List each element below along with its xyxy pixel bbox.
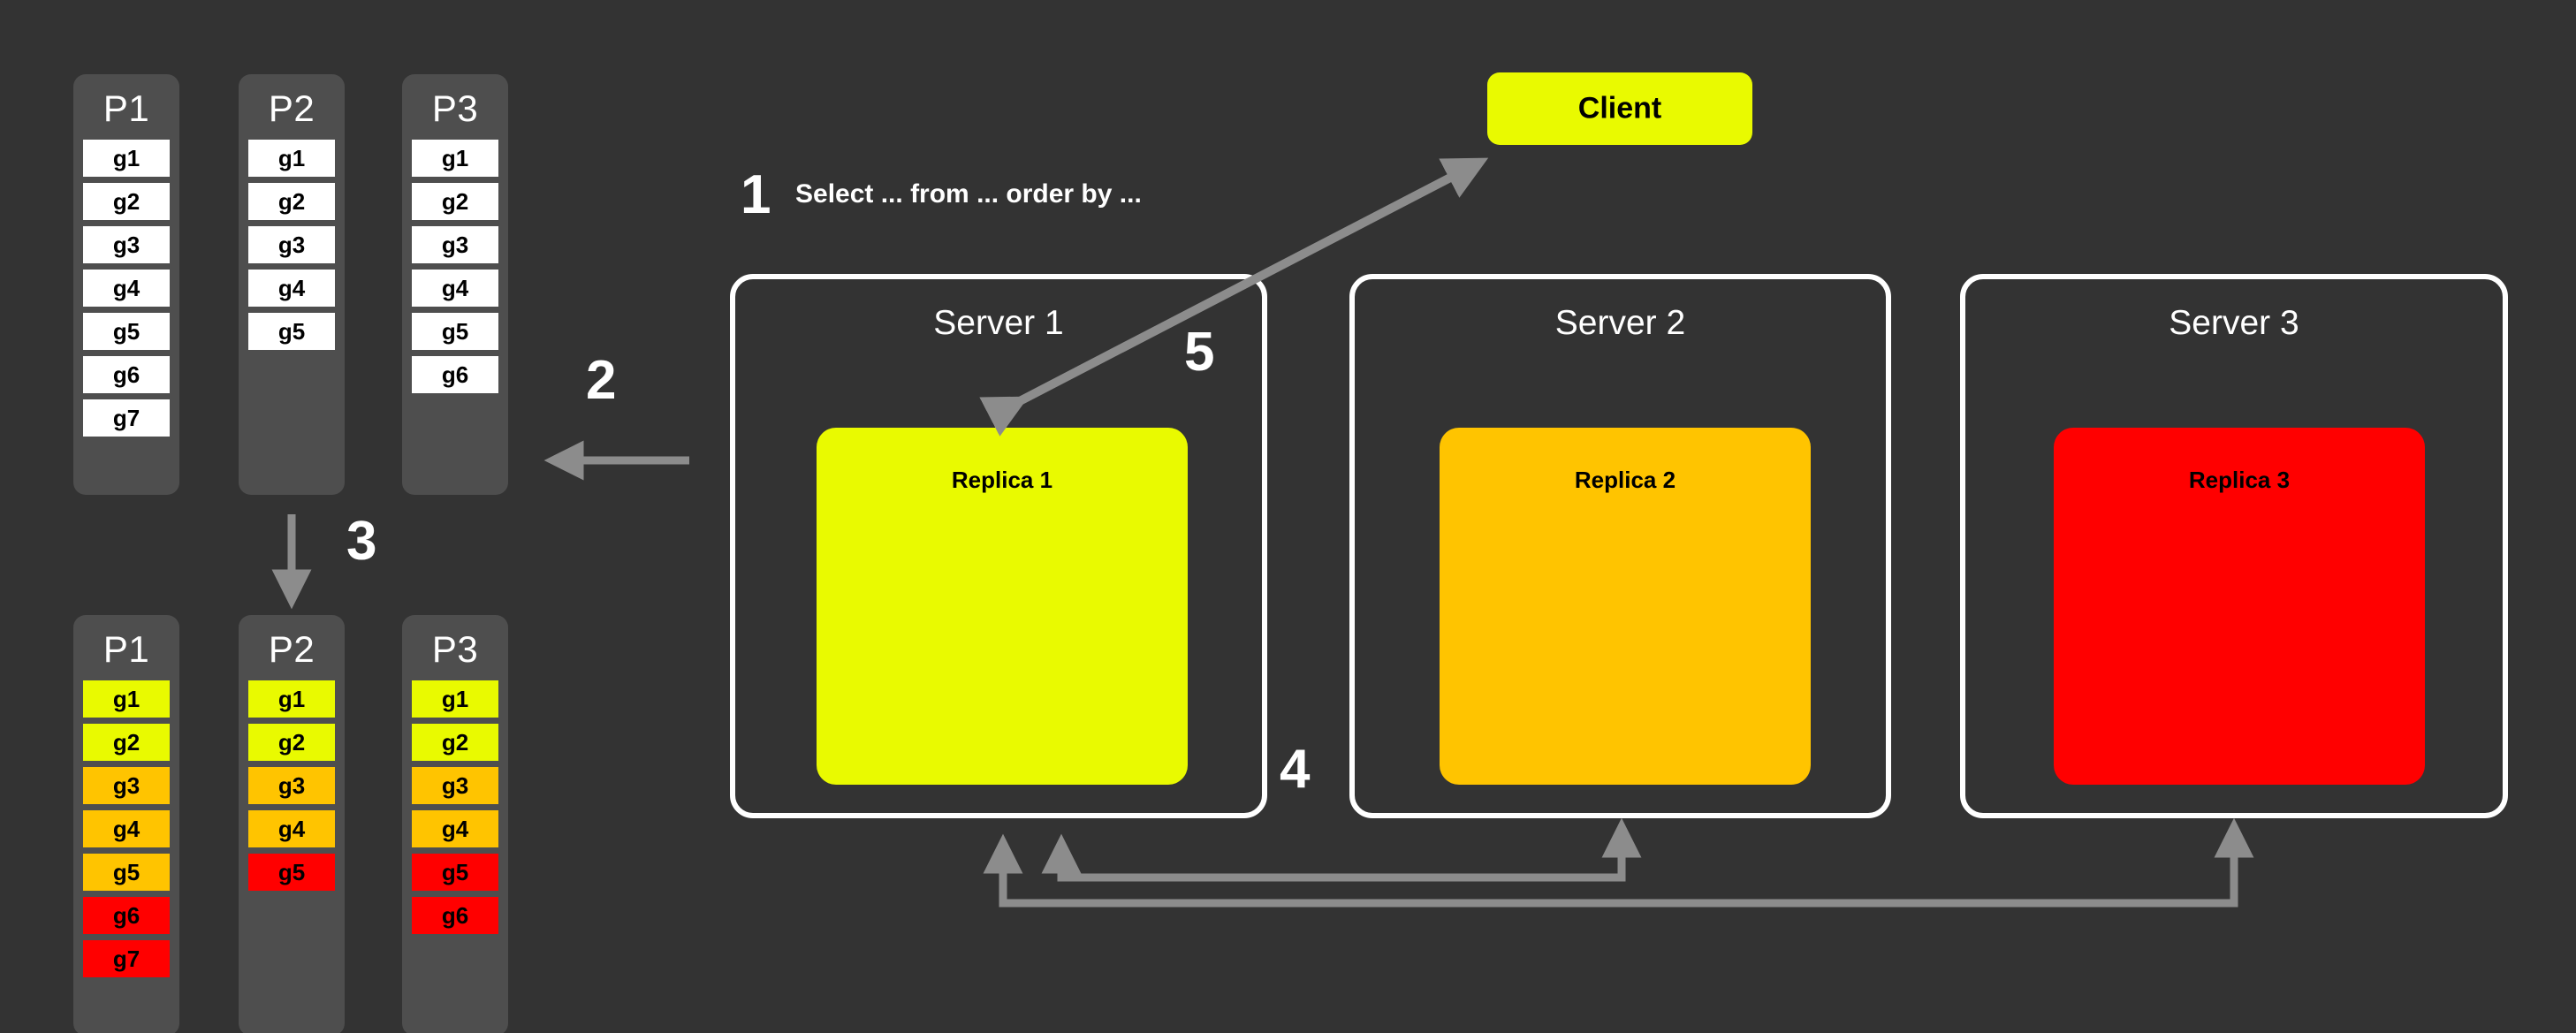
partition-cell: g2: [248, 724, 335, 761]
partition-cell: g7: [83, 940, 170, 977]
partition-title: P2: [268, 628, 315, 670]
partition-cell: g6: [412, 356, 498, 393]
partition-cell: g4: [412, 270, 498, 307]
partition-cell: g3: [412, 226, 498, 263]
partition-cell: g2: [83, 724, 170, 761]
server-title: Server 2: [1554, 304, 1686, 342]
partition-title: P1: [103, 628, 150, 670]
top-partition-p3: P3 g1 g2 g3 g4 g5 g6: [402, 74, 508, 495]
partition-cell: g4: [83, 270, 170, 307]
partition-cell: g2: [412, 724, 498, 761]
client-label: Client: [1577, 91, 1662, 125]
partition-cell: g1: [248, 140, 335, 177]
partition-cell: g3: [412, 767, 498, 804]
partition-cell: g5: [83, 313, 170, 350]
partition-cell: g3: [248, 226, 335, 263]
step-number-4: 4: [1280, 739, 1311, 800]
bottom-partition-p1: P1 g1 g2 g3 g4 g5 g6 g7: [73, 615, 179, 1033]
partition-cell: g2: [83, 183, 170, 220]
partition-cells: g1 g2 g3 g4 g5 g6 g7: [73, 140, 179, 437]
partition-cell: g4: [83, 810, 170, 847]
client-box[interactable]: Client: [1487, 72, 1752, 145]
server-box-3: Server 3 Replica 3: [1960, 274, 2508, 818]
partition-cell: g5: [83, 854, 170, 891]
arrow-merge-server2: [1041, 833, 1626, 882]
partition-title: P3: [431, 628, 479, 670]
partition-cell: g1: [83, 680, 170, 718]
replica-label: Replica 1: [951, 467, 1053, 493]
partition-cell: g3: [248, 767, 335, 804]
partition-cells: g1 g2 g3 g4 g5: [239, 680, 345, 891]
partition-title: P3: [431, 87, 479, 129]
partition-cell: g2: [248, 183, 335, 220]
partition-cells: g1 g2 g3 g4 g5 g6 g7: [73, 680, 179, 977]
top-partition-p2: P2 g1 g2 g3 g4 g5: [239, 74, 345, 495]
top-partition-p1: P1 g1 g2 g3 g4 g5 g6 g7: [73, 74, 179, 495]
partition-cell: g1: [412, 140, 498, 177]
partition-cell: g5: [248, 854, 335, 891]
bottom-partition-p2: P2 g1 g2 g3 g4 g5: [239, 615, 345, 1033]
arrow-merge-server3: [983, 833, 2238, 908]
step-number-5: 5: [1184, 322, 1215, 383]
replica-label: Replica 2: [1574, 467, 1676, 493]
partition-cell: g3: [83, 767, 170, 804]
partition-cell: g6: [83, 356, 170, 393]
partition-cells: g1 g2 g3 g4 g5 g6: [402, 680, 508, 934]
bottom-partition-p3: P3 g1 g2 g3 g4 g5 g6: [402, 615, 508, 1033]
partition-title: P1: [103, 87, 150, 129]
partition-cell: g5: [412, 313, 498, 350]
partition-cell: g3: [83, 226, 170, 263]
partition-cell: g1: [248, 680, 335, 718]
partition-cell: g1: [83, 140, 170, 177]
partition-cell: g4: [412, 810, 498, 847]
server-box-2: Server 2 Replica 2: [1349, 274, 1891, 818]
partition-cell: g4: [248, 270, 335, 307]
server-title: Server 1: [933, 304, 1064, 342]
step-number-3: 3: [346, 511, 377, 572]
query-text: Select ... from ... order by ...: [795, 179, 1142, 209]
partition-title: P2: [268, 87, 315, 129]
partition-cell: g5: [412, 854, 498, 891]
partition-cell: g6: [412, 897, 498, 934]
partition-cells: g1 g2 g3 g4 g5 g6: [402, 140, 508, 393]
partition-cell: g5: [248, 313, 335, 350]
replica-box-1: Replica 1: [817, 428, 1188, 785]
replica-label: Replica 3: [2188, 467, 2291, 493]
replica-box-3: Replica 3: [2054, 428, 2425, 785]
server-title: Server 3: [2169, 304, 2299, 342]
partition-cell: g4: [248, 810, 335, 847]
partition-cell: g6: [83, 897, 170, 934]
partition-cells: g1 g2 g3 g4 g5: [239, 140, 345, 350]
partition-cell: g2: [412, 183, 498, 220]
replica-box-2: Replica 2: [1440, 428, 1811, 785]
partition-cell: g1: [412, 680, 498, 718]
partition-cell: g7: [83, 399, 170, 437]
step-number-1: 1: [741, 164, 771, 225]
step-number-2: 2: [586, 350, 617, 411]
